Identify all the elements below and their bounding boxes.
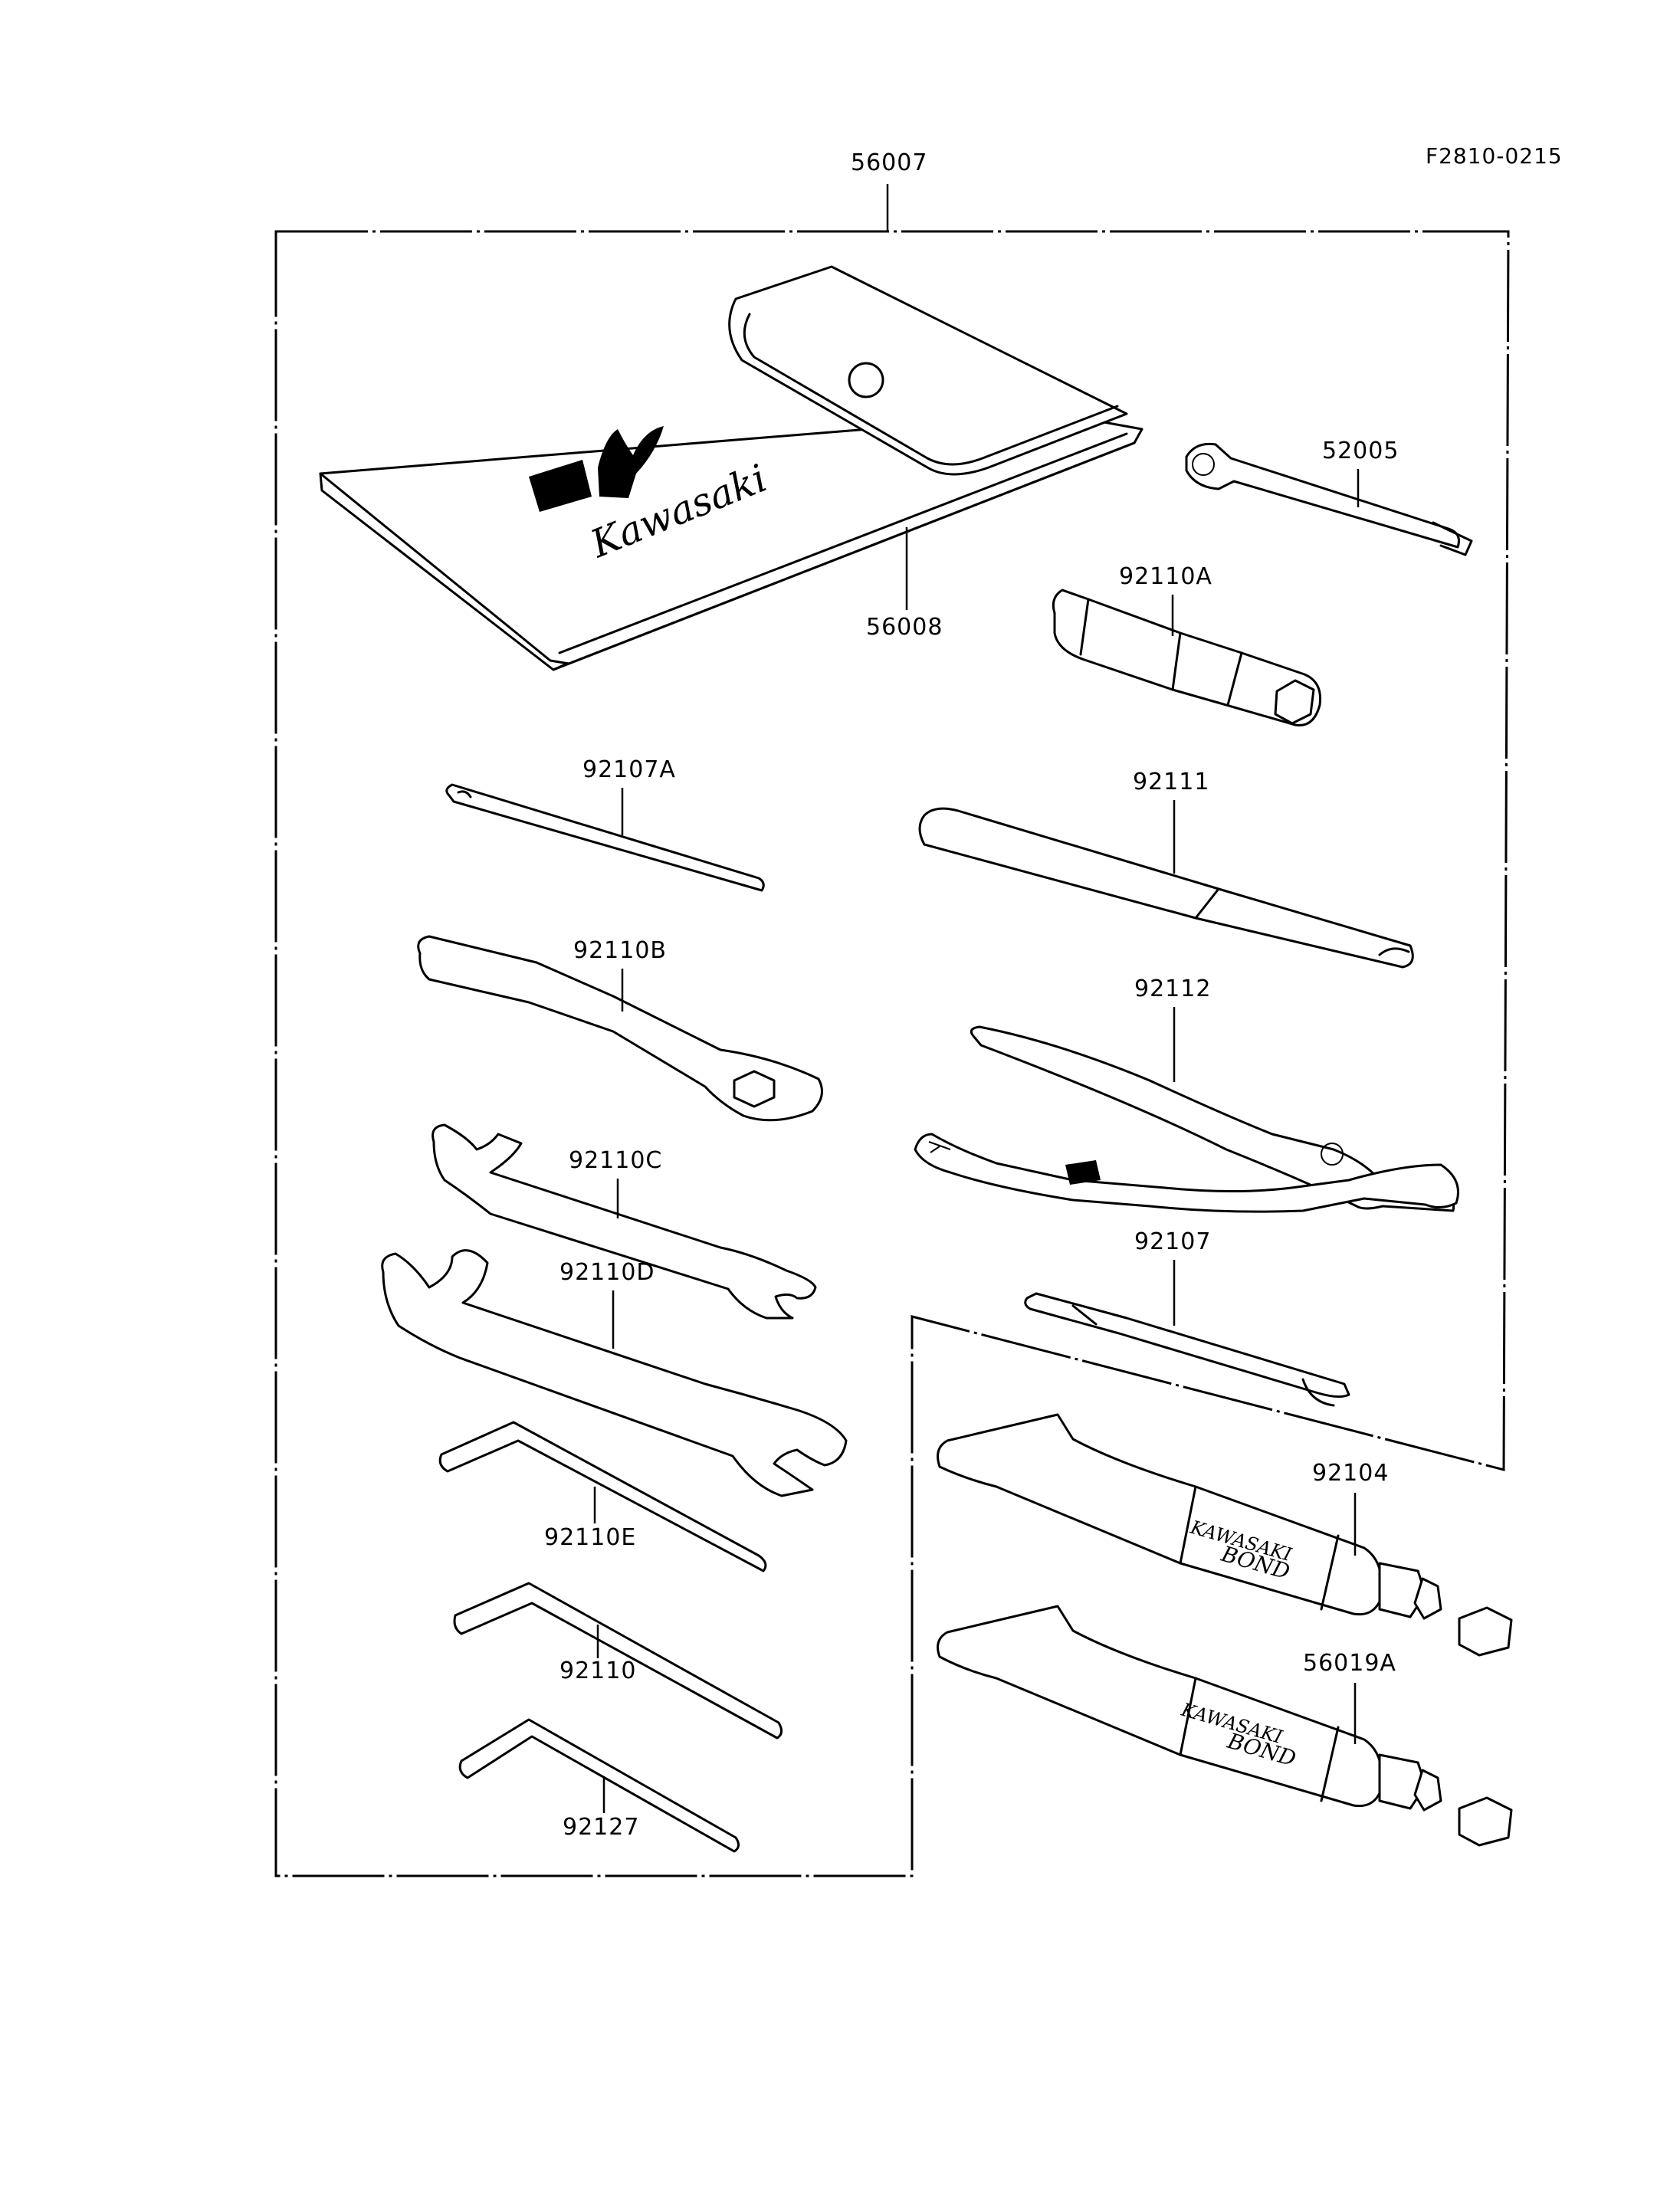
label-92110C: 92110C [569,1147,662,1174]
hex-key-92127 [458,1718,740,1853]
screwdriver-92107 [1024,1292,1350,1407]
label-92110D: 92110D [559,1259,655,1286]
open-wrench-92110C [431,1123,817,1320]
tool-kit-frame [274,230,1510,1877]
hex-key-92110 [453,1582,783,1740]
bond-tube-92104: KAWASAKI BOND [937,1413,1513,1657]
label-56008: 56008 [866,614,943,641]
label-92127: 92127 [563,1814,639,1841]
tool-bag: Kawasaki [319,265,1144,671]
label-56019A: 56019A [1303,1650,1396,1677]
label-92111: 92111 [1133,769,1209,795]
label-92110A: 92110A [1119,563,1212,590]
screwdriver-92107A [445,783,765,892]
open-wrench-92110D [381,1249,848,1497]
label-92107: 92107 [1134,1228,1211,1255]
label-52005: 52005 [1322,438,1399,464]
label-92104: 92104 [1312,1460,1389,1487]
label-92110B: 92110B [573,937,667,964]
ring-spanner-92110B [417,935,823,1122]
handle-pipe-92111 [918,807,1414,969]
label-92110E: 92110E [544,1524,636,1551]
label-92112: 92112 [1134,976,1211,1002]
hex-key-92110E [438,1421,767,1572]
label-92107A: 92107A [582,756,676,783]
box-spanner-92110A [1052,589,1322,726]
snap-button-icon [848,362,884,398]
pliers-92112 [914,1025,1459,1213]
diagram-code: F2810-0215 [1426,143,1563,169]
driver-bit-52005 [1185,442,1473,556]
label-92110: 92110 [559,1658,636,1684]
bond-tube-56019A: KAWASAKI BOND [937,1605,1513,1847]
label-56007: 56007 [851,149,927,176]
